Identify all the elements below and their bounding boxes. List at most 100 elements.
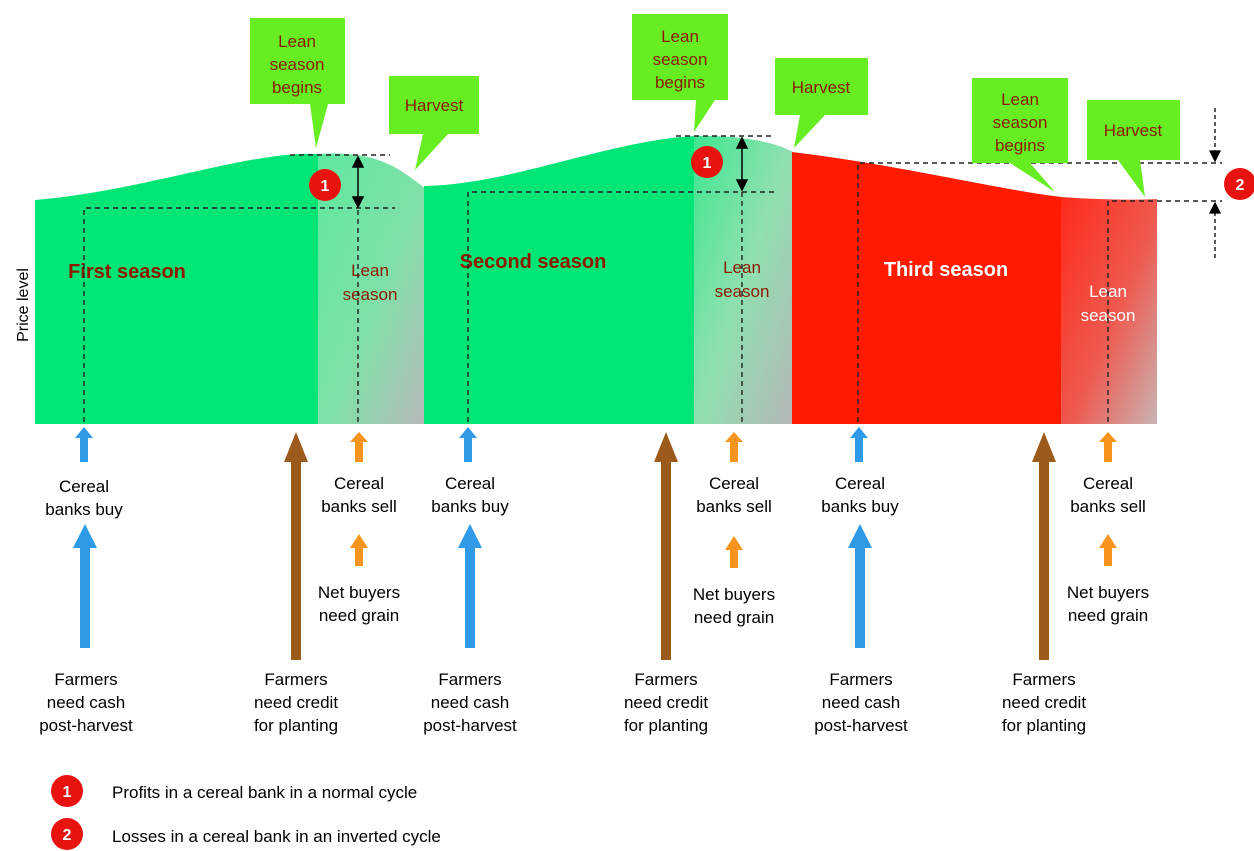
svg-text:post-harvest: post-harvest: [423, 716, 517, 735]
callout-harvest-3: Harvest: [1087, 100, 1180, 197]
sell-arrow-mid-1: [350, 534, 368, 566]
svg-text:need cash: need cash: [47, 693, 125, 712]
svg-text:Harvest: Harvest: [1104, 121, 1163, 140]
svg-text:1: 1: [63, 784, 72, 801]
dashed-reference-lines: [83, 135, 1222, 422]
net-buyers-label-1: Net buyers need grain: [318, 583, 400, 625]
third-lean-season-area: [1061, 197, 1157, 424]
legend-item-loss: 2 Losses in a cereal bank in an inverted…: [51, 818, 441, 850]
svg-text:need grain: need grain: [319, 606, 399, 625]
sell-arrow-mid-3: [1099, 534, 1117, 566]
svg-text:Net buyers: Net buyers: [1067, 583, 1149, 602]
svg-text:1: 1: [321, 178, 330, 195]
svg-text:2: 2: [63, 827, 72, 844]
svg-text:need grain: need grain: [1068, 606, 1148, 625]
svg-text:Harvest: Harvest: [792, 78, 851, 97]
svg-text:banks buy: banks buy: [821, 497, 899, 516]
first-lean-season-area: [318, 153, 425, 424]
banks-buy-label-1: Cereal banks buy: [45, 477, 123, 519]
first-lean-label-line1: Lean: [351, 261, 389, 280]
svg-text:Farmers: Farmers: [1012, 670, 1075, 689]
svg-text:begins: begins: [655, 73, 705, 92]
legend-marker-1: [51, 775, 83, 807]
svg-text:Lean: Lean: [661, 27, 699, 46]
buy-arrow-small-1: [75, 427, 93, 462]
legend: 1 Profits in a cereal bank in a normal c…: [51, 775, 441, 850]
svg-text:Cereal: Cereal: [835, 474, 885, 493]
buy-arrow-large-2: [458, 524, 482, 648]
profit-marker-2: 1: [691, 146, 723, 178]
svg-text:post-harvest: post-harvest: [814, 716, 908, 735]
legend-marker-2: [51, 818, 83, 850]
callout-lean-begins-2: Lean season begins: [632, 14, 728, 132]
svg-text:post-harvest: post-harvest: [39, 716, 133, 735]
sell-arrow-small-1: [350, 432, 368, 462]
svg-text:Cereal: Cereal: [1083, 474, 1133, 493]
svg-text:begins: begins: [995, 136, 1045, 155]
sell-arrow-small-3: [1099, 432, 1117, 462]
svg-text:banks sell: banks sell: [1070, 497, 1146, 516]
farmers-credit-label-1: Farmers need credit for planting: [254, 670, 338, 735]
buy-arrow-small-2: [459, 427, 477, 462]
legend-text-profit: Profits in a cereal bank in a normal cyc…: [112, 783, 417, 802]
callout-lean-begins-1: Lean season begins: [250, 18, 345, 148]
farmers-credit-label-2: Farmers need credit for planting: [624, 670, 708, 735]
svg-text:Net buyers: Net buyers: [693, 585, 775, 604]
profit-marker-1: 1: [309, 169, 341, 201]
svg-text:Lean: Lean: [1001, 90, 1039, 109]
svg-text:season: season: [270, 55, 325, 74]
sell-arrow-mid-2: [725, 536, 743, 568]
callout-harvest-1: Harvest: [389, 76, 479, 170]
svg-text:banks sell: banks sell: [321, 497, 397, 516]
first-season-label: First season: [68, 261, 186, 283]
third-season-area: [792, 152, 1157, 424]
svg-text:Harvest: Harvest: [405, 96, 464, 115]
farmers-cash-label-3: Farmers need cash post-harvest: [814, 670, 908, 735]
legend-item-profit: 1 Profits in a cereal bank in a normal c…: [51, 775, 417, 807]
banks-sell-label-3: Cereal banks sell: [1070, 474, 1146, 516]
svg-text:season: season: [993, 113, 1048, 132]
loss-gap-arrows: [1208, 108, 1222, 258]
bank-sell-arrows: [350, 432, 1117, 568]
svg-text:for planting: for planting: [254, 716, 338, 735]
buy-arrow-small-3: [850, 427, 868, 462]
third-season-label: Third season: [884, 259, 1008, 281]
svg-text:Net buyers: Net buyers: [318, 583, 400, 602]
svg-text:1: 1: [703, 155, 712, 172]
callout-harvest-2: Harvest: [775, 58, 868, 148]
svg-text:need credit: need credit: [624, 693, 708, 712]
svg-text:Cereal: Cereal: [445, 474, 495, 493]
svg-text:begins: begins: [272, 78, 322, 97]
svg-text:Cereal: Cereal: [709, 474, 759, 493]
svg-text:Farmers: Farmers: [54, 670, 117, 689]
first-lean-label-line2: season: [343, 285, 398, 304]
svg-text:2: 2: [1236, 177, 1245, 194]
second-season-area: [424, 135, 793, 424]
svg-text:Farmers: Farmers: [438, 670, 501, 689]
profit-gap-arrow-1: [351, 155, 365, 209]
banks-buy-label-3: Cereal banks buy: [821, 474, 899, 516]
second-season-label: Second season: [460, 251, 607, 273]
buy-arrow-large-3: [848, 524, 872, 648]
svg-text:need grain: need grain: [694, 608, 774, 627]
svg-text:need credit: need credit: [254, 693, 338, 712]
credit-arrow-2: [654, 432, 678, 660]
net-buyers-label-3: Net buyers need grain: [1067, 583, 1149, 625]
callout-lean-begins-3: Lean season begins: [972, 78, 1068, 192]
second-lean-season-area: [694, 135, 793, 424]
third-lean-label-line2: season: [1081, 306, 1136, 325]
sell-arrow-small-2: [725, 432, 743, 462]
credit-arrow-3: [1032, 432, 1056, 660]
svg-text:Lean: Lean: [278, 32, 316, 51]
legend-text-loss: Losses in a cereal bank in an inverted c…: [112, 827, 441, 846]
svg-text:Farmers: Farmers: [264, 670, 327, 689]
y-axis-label: Price level: [15, 268, 32, 342]
bank-buy-arrows: [73, 427, 872, 648]
farmers-cash-label-2: Farmers need cash post-harvest: [423, 670, 517, 735]
svg-text:Farmers: Farmers: [829, 670, 892, 689]
svg-text:need credit: need credit: [1002, 693, 1086, 712]
credit-arrows: [284, 432, 1056, 660]
banks-buy-label-2: Cereal banks buy: [431, 474, 509, 516]
svg-text:Farmers: Farmers: [634, 670, 697, 689]
